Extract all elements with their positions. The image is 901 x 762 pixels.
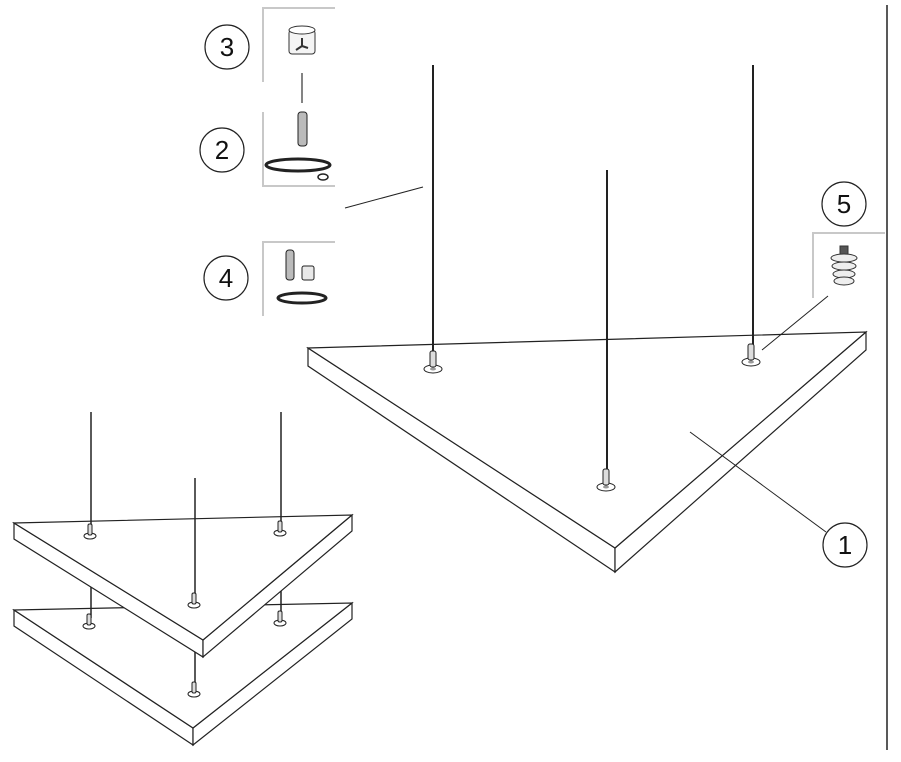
svg-text:1: 1 <box>838 530 852 560</box>
svg-text:3: 3 <box>220 32 234 62</box>
panel-anchor-icon <box>830 245 858 286</box>
callout-1: 1 <box>822 522 868 568</box>
cable-kit-icon <box>264 111 332 181</box>
callout-3: 3 <box>204 24 250 70</box>
component-frames <box>262 7 885 316</box>
callout-4: 4 <box>203 255 249 301</box>
svg-text:4: 4 <box>219 263 233 293</box>
callout-5: 5 <box>821 181 867 227</box>
callout-2: 2 <box>199 127 245 173</box>
stacked-triangle-panels <box>11 412 354 747</box>
suspension-wires <box>432 65 754 472</box>
svg-text:2: 2 <box>215 135 229 165</box>
large-triangle-panel <box>306 330 868 574</box>
svg-text:5: 5 <box>837 189 851 219</box>
ceiling-cap-icon <box>288 25 316 103</box>
cable-kit-alt-icon <box>276 249 328 305</box>
leader-lines <box>344 186 829 533</box>
